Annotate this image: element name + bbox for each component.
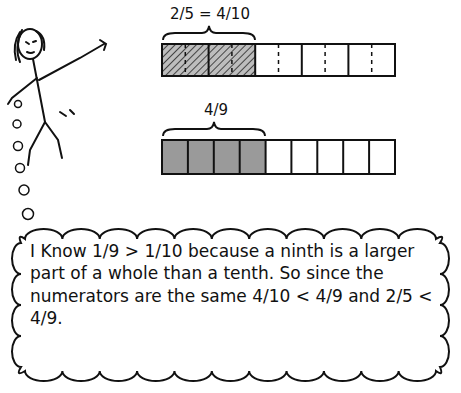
ninths-bar: [162, 122, 395, 174]
cloud-outline: [12, 229, 449, 381]
stick-figure: [8, 29, 106, 165]
fraction-label: 4/9: [202, 101, 230, 119]
fraction-label: 2/5 = 4/10: [168, 5, 252, 23]
thought-cloud: I Know 1/9 > 1/10 because a ninth is a l…: [6, 222, 455, 388]
thought-text: I Know 1/9 > 1/10 because a ninth is a l…: [30, 240, 433, 330]
thought-dots: [13, 101, 34, 220]
tenths-bar: [162, 26, 395, 76]
